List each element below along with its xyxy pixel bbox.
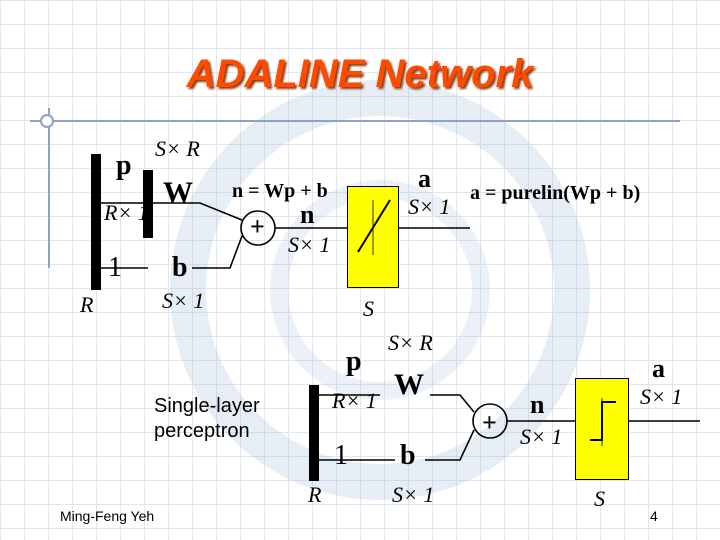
decor-horizontal-line [30,120,680,122]
decor-circle [40,114,54,128]
top-output-a: a [418,164,431,193]
bottom-bias-input-one: 1 [334,440,348,471]
network-caption: Single-layer perceptron [154,395,260,442]
bottom-layer-size-s: S [594,486,605,511]
top-net-input-n: n [300,200,315,229]
top-summer-plus: + [250,212,265,241]
top-weight-block [143,170,153,238]
top-net-input-dim: S× 1 [288,232,331,257]
top-bias-b: b [172,252,188,283]
bottom-weight-w: W [394,368,424,401]
top-input-p: p [116,150,132,181]
top-output-dim: S× 1 [408,194,451,219]
page-number: 4 [650,508,658,524]
bottom-output-dim: S× 1 [640,384,683,409]
bottom-net-input-n: n [530,390,545,419]
bottom-input-dim: R× 1 [332,388,377,413]
top-bias-dim: S× 1 [162,288,205,313]
top-input-dim: R× 1 [104,200,149,225]
top-weight-dim: S× R [155,136,200,161]
bottom-input-size-r: R [308,482,322,507]
bottom-bias-dim: S× 1 [392,482,435,507]
bottom-input-p: p [346,346,362,377]
top-input-bar [91,154,101,290]
top-output-equation: a = purelin(Wp + b) [470,182,641,204]
decor-vertical-line [48,108,50,268]
slide-title: ADALINE Network [186,52,534,96]
top-layer-size-s: S [363,296,374,321]
top-net-input-equation: n = Wp + b [232,180,328,202]
bottom-weight-dim: S× R [388,330,433,355]
bottom-net-input-dim: S× 1 [520,424,563,449]
bottom-input-bar [309,385,319,481]
bottom-summer-plus: + [482,408,497,437]
bottom-bias-b: b [400,440,416,471]
top-input-size-r: R [80,292,94,317]
bottom-output-a: a [652,354,665,383]
footer-author: Ming-Feng Yeh [60,508,155,524]
